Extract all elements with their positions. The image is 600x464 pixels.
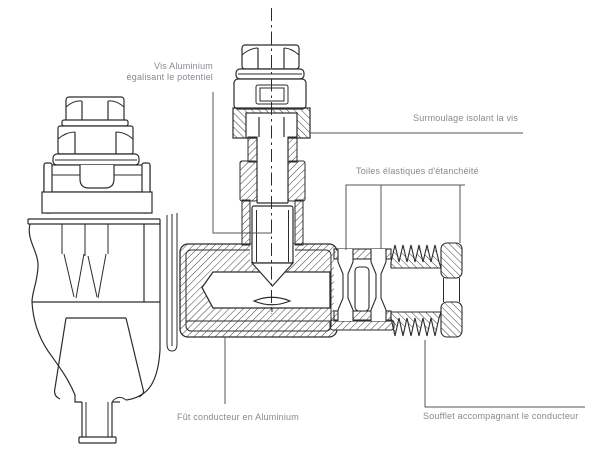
leader-soufflet [424, 340, 585, 408]
bellows-end-ring-bottom [440, 301, 463, 338]
left-stub [78, 401, 120, 444]
screw-washer [235, 68, 305, 80]
conductor-segment [354, 266, 370, 312]
bellows [390, 242, 463, 338]
bellows-teeth-top [390, 244, 442, 269]
overmold-sleeve [239, 136, 306, 246]
leader-vis [212, 92, 272, 234]
seal-web-2 [370, 249, 387, 321]
fut-label: Fût conducteur en Aluminium [177, 412, 299, 422]
left-bolt-washer-top [61, 119, 129, 127]
leader-toiles [345, 184, 465, 250]
soufflet-label: Soufflet accompagnant le conducteur [423, 411, 579, 421]
seal-web-1 [337, 249, 354, 321]
bellows-teeth-bottom [390, 311, 442, 337]
seal-section [329, 248, 395, 331]
screw-shaft [251, 137, 294, 264]
junction-strip [166, 213, 178, 352]
main-screw [232, 8, 311, 314]
left-base-plate [27, 218, 161, 225]
body-cavity [201, 271, 331, 309]
conductor-wedge [61, 224, 109, 299]
vis-label: Vis Aluminium égalisant le potentiel [93, 61, 213, 83]
overmold-block [233, 78, 307, 110]
vis-label-line1: Vis Aluminium [154, 61, 213, 71]
left-body-lower [31, 301, 161, 403]
left-nut [57, 125, 134, 155]
seal-bottom-lip [329, 319, 395, 331]
toiles-label: Toiles élastiques d'étanchéité [356, 166, 479, 176]
seal-band-top [333, 248, 392, 260]
leader-lines [212, 92, 585, 408]
left-clamp-plate [43, 164, 151, 193]
bellows-end-ring-top [440, 242, 463, 279]
left-washer [52, 153, 140, 166]
left-connector [27, 96, 178, 444]
left-bolt-head [65, 96, 125, 125]
screw-hex-head [241, 44, 300, 70]
screw-tip-cone [250, 262, 295, 287]
left-lower-plate [41, 191, 153, 214]
left-body-upper [28, 223, 161, 303]
surmoulage-label: Surmoulage isolant la vis [413, 113, 519, 123]
vis-label-line2: égalisant le potentiel [126, 72, 213, 82]
